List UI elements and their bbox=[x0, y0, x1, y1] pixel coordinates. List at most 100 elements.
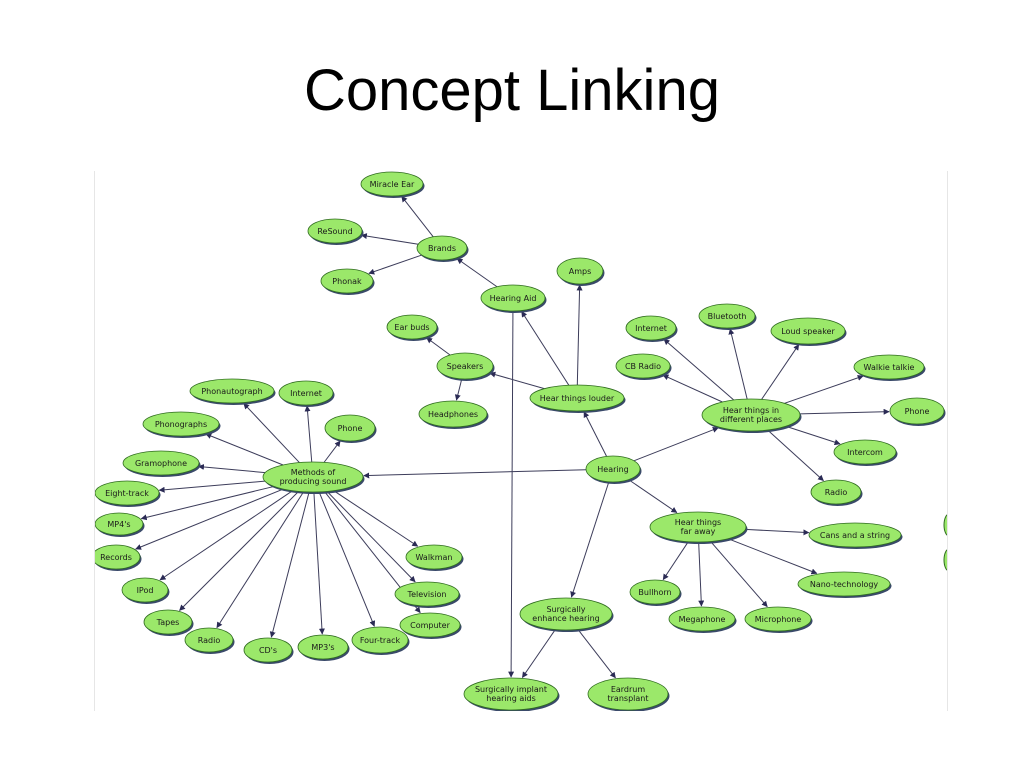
link-speakers-to-ear-buds bbox=[426, 337, 451, 356]
node-label: Amps bbox=[569, 267, 592, 276]
link-hear-things-far-away-to-cans-and-a-string bbox=[745, 528, 810, 536]
node-label: Hear things louder bbox=[540, 394, 615, 403]
node-ellipse bbox=[386, 314, 438, 340]
node-label: Ear buds bbox=[394, 323, 429, 332]
node-ellipse bbox=[556, 257, 604, 285]
link-hear-things-in-different-places-to-bluetooth bbox=[728, 328, 748, 400]
concept-node-radio: Radio bbox=[810, 479, 863, 506]
node-ellipse bbox=[143, 609, 193, 635]
concept-node-eight-track: Eight-track bbox=[94, 480, 161, 507]
concept-node-phone: Phone bbox=[889, 397, 946, 426]
link-hear-things-louder-to-amps bbox=[576, 284, 583, 386]
node-label: Miracle Ear bbox=[370, 180, 415, 189]
concept-node-headphones: Headphones bbox=[418, 400, 489, 429]
link-hear-things-in-different-places-to-internet bbox=[663, 338, 735, 401]
node-ellipse bbox=[405, 544, 463, 570]
link-methods-of-producing-sound-to-eight-track bbox=[158, 480, 265, 493]
link-hear-things-far-away-to-microphone bbox=[710, 541, 768, 608]
node-ellipse bbox=[416, 235, 468, 261]
node-ellipse bbox=[625, 315, 677, 341]
node-label: Walkman bbox=[416, 553, 453, 562]
concept-node-nano-technology: Nano-technology bbox=[797, 571, 892, 598]
concept-node-megaphone: Megaphone bbox=[668, 606, 737, 633]
link-methods-of-producing-sound-to-television bbox=[326, 491, 416, 583]
node-ellipse bbox=[243, 637, 293, 663]
concept-node-cd-s: CD's bbox=[243, 637, 294, 664]
node-ellipse bbox=[320, 268, 374, 294]
concept-node-bluetooth: Bluetooth bbox=[698, 303, 757, 330]
link-methods-of-producing-sound-to-records bbox=[135, 488, 284, 550]
node-ellipse bbox=[698, 303, 756, 329]
concept-node-computer: Computer bbox=[399, 612, 462, 639]
concept-node-hearing-aid: Hearing Aid bbox=[480, 284, 547, 313]
link-hear-things-far-away-to-bullhorn bbox=[662, 541, 689, 581]
link-methods-of-producing-sound-to-gramophone bbox=[197, 463, 266, 474]
concept-node-radio: Radio bbox=[184, 627, 235, 654]
node-ellipse bbox=[122, 450, 200, 476]
link-methods-of-producing-sound-to-tapes bbox=[179, 491, 299, 611]
node-ellipse bbox=[463, 677, 559, 711]
link-speakers-to-headphones bbox=[454, 378, 463, 401]
node-label: Phone bbox=[338, 424, 363, 433]
concept-node-gramophone: Gramophone bbox=[122, 450, 201, 477]
concept-node-speakers: Speakers bbox=[436, 352, 495, 381]
node-label: Internet bbox=[290, 389, 322, 398]
concept-node-brands: Brands bbox=[416, 235, 469, 262]
concept-node-internet: Internet bbox=[278, 380, 335, 407]
clipped-node-edge bbox=[943, 513, 955, 537]
node-ellipse bbox=[436, 352, 494, 380]
node-label: Phone bbox=[905, 407, 930, 416]
concept-node-mp4-s: MP4's bbox=[94, 512, 145, 537]
node-label: Walkie talkie bbox=[864, 363, 915, 372]
node-label: Computer bbox=[410, 621, 450, 630]
node-ellipse bbox=[585, 455, 641, 483]
link-methods-of-producing-sound-to-walkman bbox=[333, 490, 419, 547]
node-label: ReSound bbox=[317, 227, 352, 236]
node-label: CD's bbox=[259, 646, 277, 655]
link-hear-things-in-different-places-to-radio bbox=[767, 429, 824, 482]
concept-node-resound: ReSound bbox=[307, 218, 364, 245]
link-hearing-to-methods-of-producing-sound bbox=[363, 469, 587, 479]
node-ellipse bbox=[770, 317, 846, 345]
link-surgically-enhance-hearing-to-surgically-implant-hearing-aids bbox=[521, 629, 556, 678]
link-hearing-to-surgically-enhance-hearing bbox=[570, 481, 610, 598]
node-label: Phonographs bbox=[155, 420, 207, 429]
link-brands-to-miracle-ear bbox=[401, 195, 434, 238]
link-hearing-to-hear-things-far-away bbox=[628, 479, 678, 513]
concept-node-phonographs: Phonographs bbox=[142, 411, 221, 438]
concept-node-intercom: Intercom bbox=[833, 439, 898, 466]
node-label: Radio bbox=[198, 636, 221, 645]
concept-node-phonak: Phonak bbox=[320, 268, 375, 295]
link-hear-things-louder-to-speakers bbox=[489, 371, 545, 390]
node-label: Nano-technology bbox=[810, 580, 879, 589]
node-label: Cans and a string bbox=[820, 531, 890, 540]
clipped-node-edge bbox=[943, 548, 955, 572]
link-surgically-enhance-hearing-to-eardrum-transplant bbox=[577, 629, 616, 679]
link-hear-things-louder-to-hearing-aid bbox=[521, 311, 570, 386]
node-ellipse bbox=[797, 571, 891, 597]
concept-node-mp3-s: MP3's bbox=[297, 634, 350, 661]
node-label: Internet bbox=[635, 324, 667, 333]
node-ellipse bbox=[399, 612, 461, 638]
node-ellipse bbox=[324, 414, 376, 442]
concept-node-microphone: Microphone bbox=[744, 606, 813, 633]
node-label: CB Radio bbox=[625, 362, 661, 371]
link-hearing-aid-to-surgically-implant-hearing-aids bbox=[508, 310, 515, 678]
concept-node-tapes: Tapes bbox=[143, 609, 194, 636]
link-methods-of-producing-sound-to-mp4-s bbox=[140, 485, 275, 521]
concept-node-bullhorn: Bullhorn bbox=[629, 579, 682, 606]
node-ellipse bbox=[189, 378, 275, 404]
link-methods-of-producing-sound-to-phone bbox=[323, 440, 341, 463]
node-label: Brands bbox=[428, 244, 456, 253]
concept-node-ipod: IPod bbox=[121, 577, 170, 604]
link-hear-things-in-different-places-to-phone bbox=[799, 408, 890, 415]
node-ellipse bbox=[262, 461, 364, 493]
node-label: Gramophone bbox=[135, 459, 187, 468]
